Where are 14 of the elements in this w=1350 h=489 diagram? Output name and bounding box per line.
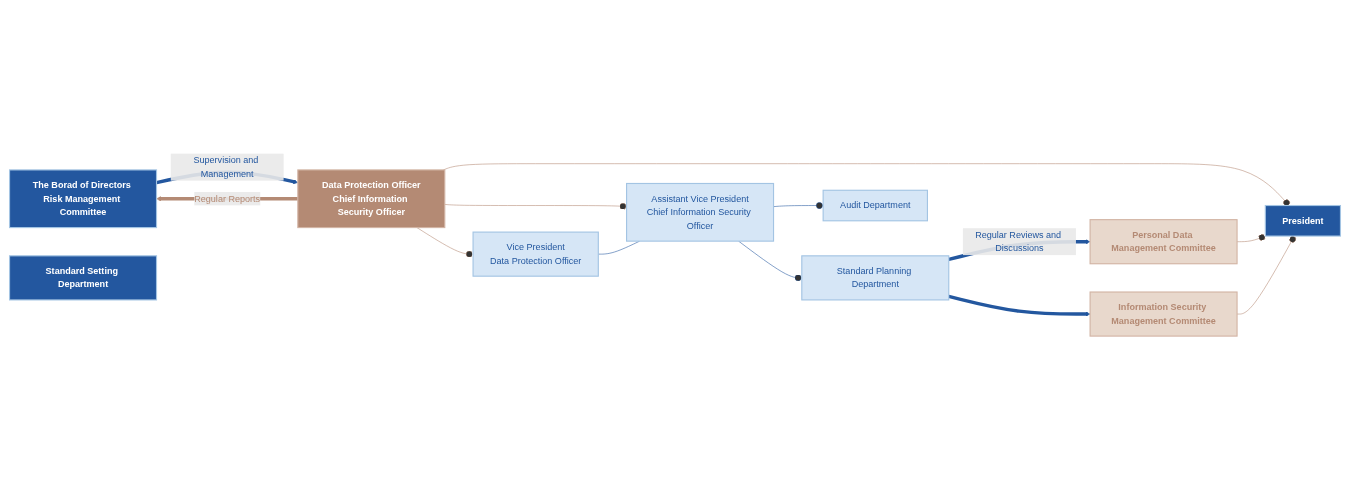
node-box: President — [1264, 204, 1341, 237]
edge-label: Regular Reviews and Discussions — [975, 229, 1062, 253]
node-box: Vice President Data Protection Officer — [472, 231, 599, 277]
node-box: Personal Data Management Committee — [1089, 218, 1238, 264]
node-box: Data Protection Officer Chief Information Security Officer — [297, 169, 446, 228]
node-box: Standard Setting Department — [9, 254, 158, 301]
node-box: Audit Department — [822, 189, 928, 222]
node-box: Assistant Vice President Chief Information Security Officer — [626, 182, 775, 242]
edge-label: Regular Reports — [194, 193, 261, 203]
node-box: The Borad of Directors Risk Management Committee — [9, 169, 158, 228]
node-box: Information Security Management Committee — [1089, 291, 1238, 337]
node-box: Standard Planning Department — [801, 254, 950, 301]
arrow — [948, 294, 1091, 317]
edge-label: Supervision and Management — [193, 154, 259, 179]
